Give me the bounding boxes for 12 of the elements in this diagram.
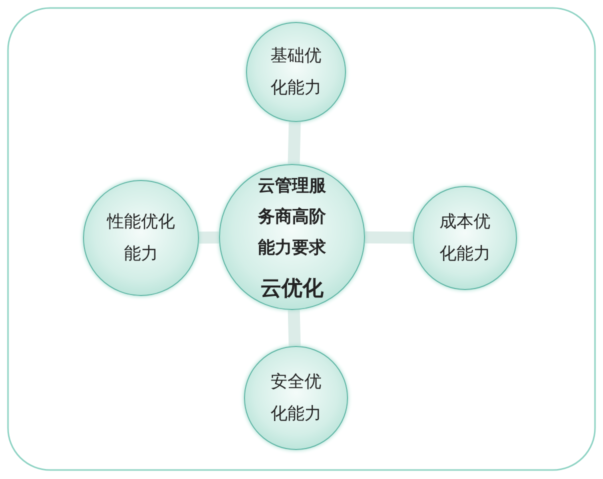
connector-bar bbox=[364, 231, 414, 244]
node-label: 安全优化能力 bbox=[270, 371, 322, 426]
node-label: 性能优化能力 bbox=[106, 211, 176, 266]
node-label: 云管理服务商高阶能力要求 bbox=[256, 174, 327, 260]
node-label: 基础优化能力 bbox=[270, 45, 322, 100]
node-label: 成本优化能力 bbox=[438, 211, 492, 266]
circle-node bbox=[246, 22, 346, 122]
connector-bar bbox=[288, 122, 301, 164]
node-title: 云优化 bbox=[260, 274, 324, 302]
circle-node bbox=[244, 346, 348, 450]
connector-bar bbox=[198, 231, 220, 244]
circle-node bbox=[413, 186, 517, 290]
